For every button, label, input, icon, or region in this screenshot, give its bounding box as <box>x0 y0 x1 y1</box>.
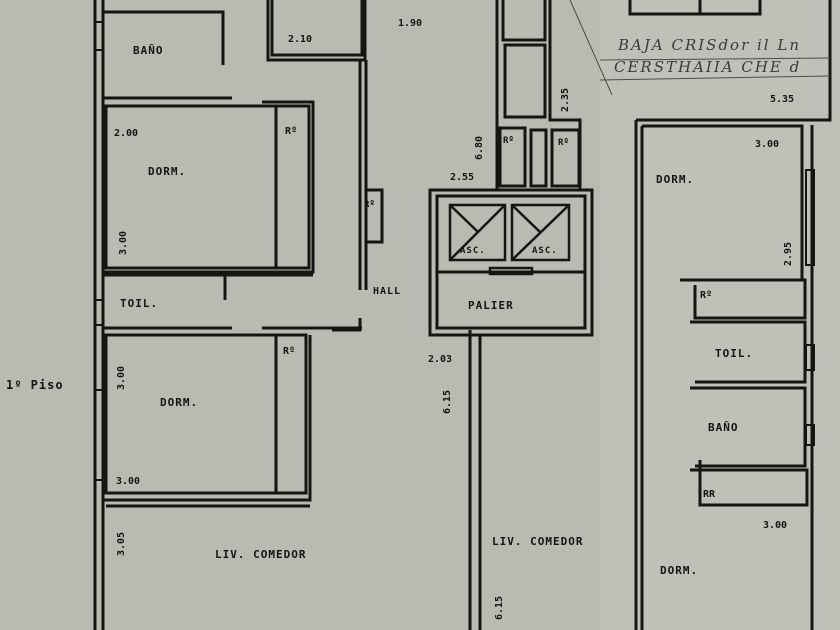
closet-label-right-2: RR <box>703 489 716 500</box>
dimension-6-15-upper: 6.15 <box>442 389 453 414</box>
elevator-2-diag-2 <box>511 204 541 233</box>
dimension-6-80: 6.80 <box>474 135 485 160</box>
dimension-3-00-bottom: 3.00 <box>116 476 141 487</box>
room-label-palier: PALIER <box>468 299 514 312</box>
windows <box>94 21 815 481</box>
wall-palier-inner <box>435 194 587 330</box>
wall-rr-right <box>690 460 809 507</box>
floor-label: 1º Piso <box>6 378 64 392</box>
wall-right-top <box>636 0 832 122</box>
elevator-1 <box>448 203 507 262</box>
walls <box>93 0 832 630</box>
room-label-dorm-lower-left: DORM. <box>160 396 199 409</box>
wall-closet-upper-left-outer <box>103 100 315 274</box>
room-label-bano-left: BAÑO <box>133 44 164 57</box>
room-label-toil-left: TOIL. <box>120 297 159 310</box>
wall-shaft-1 <box>503 43 547 119</box>
wall-palier-outer <box>428 188 594 337</box>
dimension-2-95: 2.95 <box>783 241 794 266</box>
dimension-1-90: 1.90 <box>398 18 423 29</box>
window-bano-left <box>94 21 104 51</box>
dimension-5-35: 5.35 <box>770 94 795 105</box>
window-toil-left <box>94 299 104 326</box>
closet-label-upper-left: Rº <box>285 126 298 137</box>
pencil-marks <box>569 0 831 96</box>
wall-hall-closet <box>364 188 384 244</box>
wall-right-top-2 <box>642 124 804 280</box>
pencil-underline-1 <box>599 57 831 61</box>
dimension-2-10: 2.10 <box>288 34 313 45</box>
wall-bano-left <box>103 10 225 65</box>
room-label-bano-right: BAÑO <box>708 421 739 434</box>
dimension-3-00-lower-vert: 3.00 <box>116 365 127 390</box>
wall-closet-lower-left <box>274 333 308 495</box>
wall-closet-upper-left <box>274 104 311 270</box>
closet-label-core-left: Rº <box>503 136 514 146</box>
window-right-bano <box>805 424 815 446</box>
window-dorm-lower <box>94 389 104 481</box>
closet-label-core-right: Rº <box>558 138 569 148</box>
wall-closet-core-right <box>550 128 581 188</box>
dimension-3-00-right-top: 3.00 <box>755 139 780 150</box>
dimension-2-00-top: 2.00 <box>114 128 139 139</box>
room-label-dorm-upper-right: DORM. <box>656 173 695 186</box>
pencil-underline-2 <box>599 75 831 81</box>
room-label-dorm-upper-left: DORM. <box>148 165 187 178</box>
wall-ro-right-1 <box>680 278 807 320</box>
elevators <box>448 203 571 276</box>
closet-label-hall: Rº <box>364 200 375 210</box>
wall-core-upper-2 <box>501 0 547 42</box>
handwritten-note-line1: BAJA CRISdor il Ln <box>618 36 801 54</box>
elevator-2 <box>510 203 571 262</box>
window-right-toil <box>805 344 815 371</box>
wall-closet-core-left <box>498 126 527 188</box>
room-label-liv-comedor-right: LIV. COMEDOR <box>492 535 584 548</box>
wall-top-right-unit-2 <box>698 0 762 16</box>
dimension-3-00-right-bottom: 3.00 <box>763 520 788 531</box>
room-label-dorm-lower-right: DORM. <box>660 564 699 577</box>
dimension-2-03: 2.03 <box>428 354 453 365</box>
closet-label-right-1: Rº <box>700 290 713 301</box>
closet-label-lower-left: Rº <box>283 346 296 357</box>
wall-room-210-outer <box>266 0 367 62</box>
paper-highlight <box>600 0 840 630</box>
dimension-3-00-vert: 3.00 <box>118 230 129 255</box>
room-label-toil-right: TOIL. <box>715 347 754 360</box>
wall-closet-lower-outer <box>103 335 312 502</box>
dimension-2-35: 2.35 <box>560 87 571 112</box>
palier-threshold <box>488 266 534 276</box>
dimension-2-55: 2.55 <box>450 172 475 183</box>
elevator-2-diag <box>511 204 570 261</box>
pencil-diagonal <box>569 0 613 96</box>
dimension-3-05: 3.05 <box>116 531 127 556</box>
window-right-dorm <box>805 169 815 266</box>
room-label-asc-1: ASC. <box>460 246 486 256</box>
dimension-6-15-lower: 6.15 <box>494 595 505 620</box>
wall-hall-lower <box>332 318 362 332</box>
handwritten-note-line2: CERSTHAIIA CHE d <box>614 58 802 76</box>
room-label-hall: HALL <box>373 286 402 297</box>
wall-shaft-2 <box>529 128 548 188</box>
elevator-1-diag-2 <box>449 204 479 233</box>
room-label-liv-comedor-left: LIV. COMEDOR <box>215 548 307 561</box>
room-label-asc-2: ASC. <box>532 246 558 256</box>
wall-room-210 <box>270 0 364 57</box>
